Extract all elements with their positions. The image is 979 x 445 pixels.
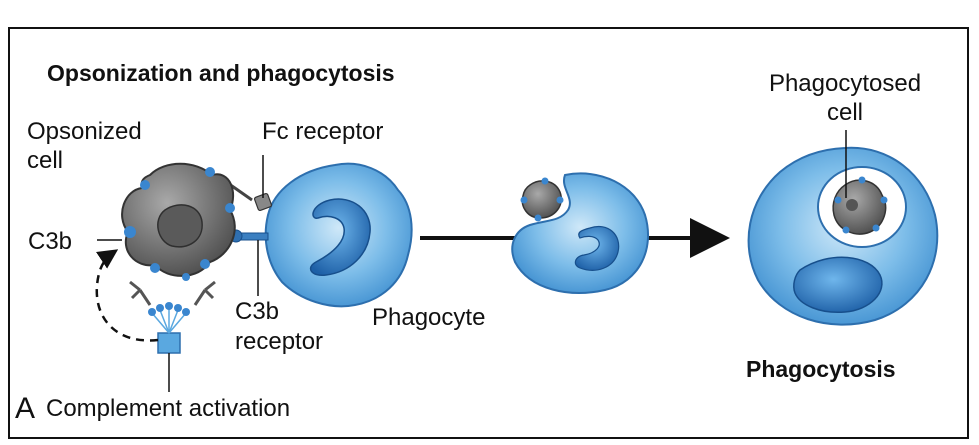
phagocyte-engulfing bbox=[511, 172, 650, 294]
label-fc-receptor: Fc receptor bbox=[262, 118, 384, 145]
figure-title: Opsonization and phagocytosis bbox=[47, 60, 395, 86]
phagocyte-nucleus bbox=[309, 198, 371, 277]
complement-feedback-arrow bbox=[95, 249, 159, 342]
label-complement-activation: Complement activation bbox=[46, 395, 291, 422]
label-phagocytosis: Phagocytosis bbox=[746, 356, 896, 382]
label-c3b-receptor-line2: receptor bbox=[235, 328, 324, 355]
opsonized-cell bbox=[121, 162, 236, 281]
label-phagocytosed-line1: Phagocytosed bbox=[768, 70, 922, 97]
panel-letter: A bbox=[15, 392, 36, 425]
label-phagocytosed-line2: cell bbox=[826, 99, 863, 126]
label-c3b-receptor-line1: C3b bbox=[235, 298, 280, 325]
antibodies bbox=[129, 280, 216, 306]
label-opsonized: Opsonized bbox=[27, 118, 142, 145]
label-phagocyte: Phagocyte bbox=[372, 304, 486, 331]
phagocyte-left bbox=[264, 162, 413, 308]
complement-activation bbox=[148, 302, 190, 354]
label-opsonized-cell: cell bbox=[27, 147, 64, 174]
phagocyte-right bbox=[747, 146, 939, 326]
label-c3b: C3b bbox=[28, 228, 73, 255]
c3b-receptor bbox=[229, 229, 269, 243]
